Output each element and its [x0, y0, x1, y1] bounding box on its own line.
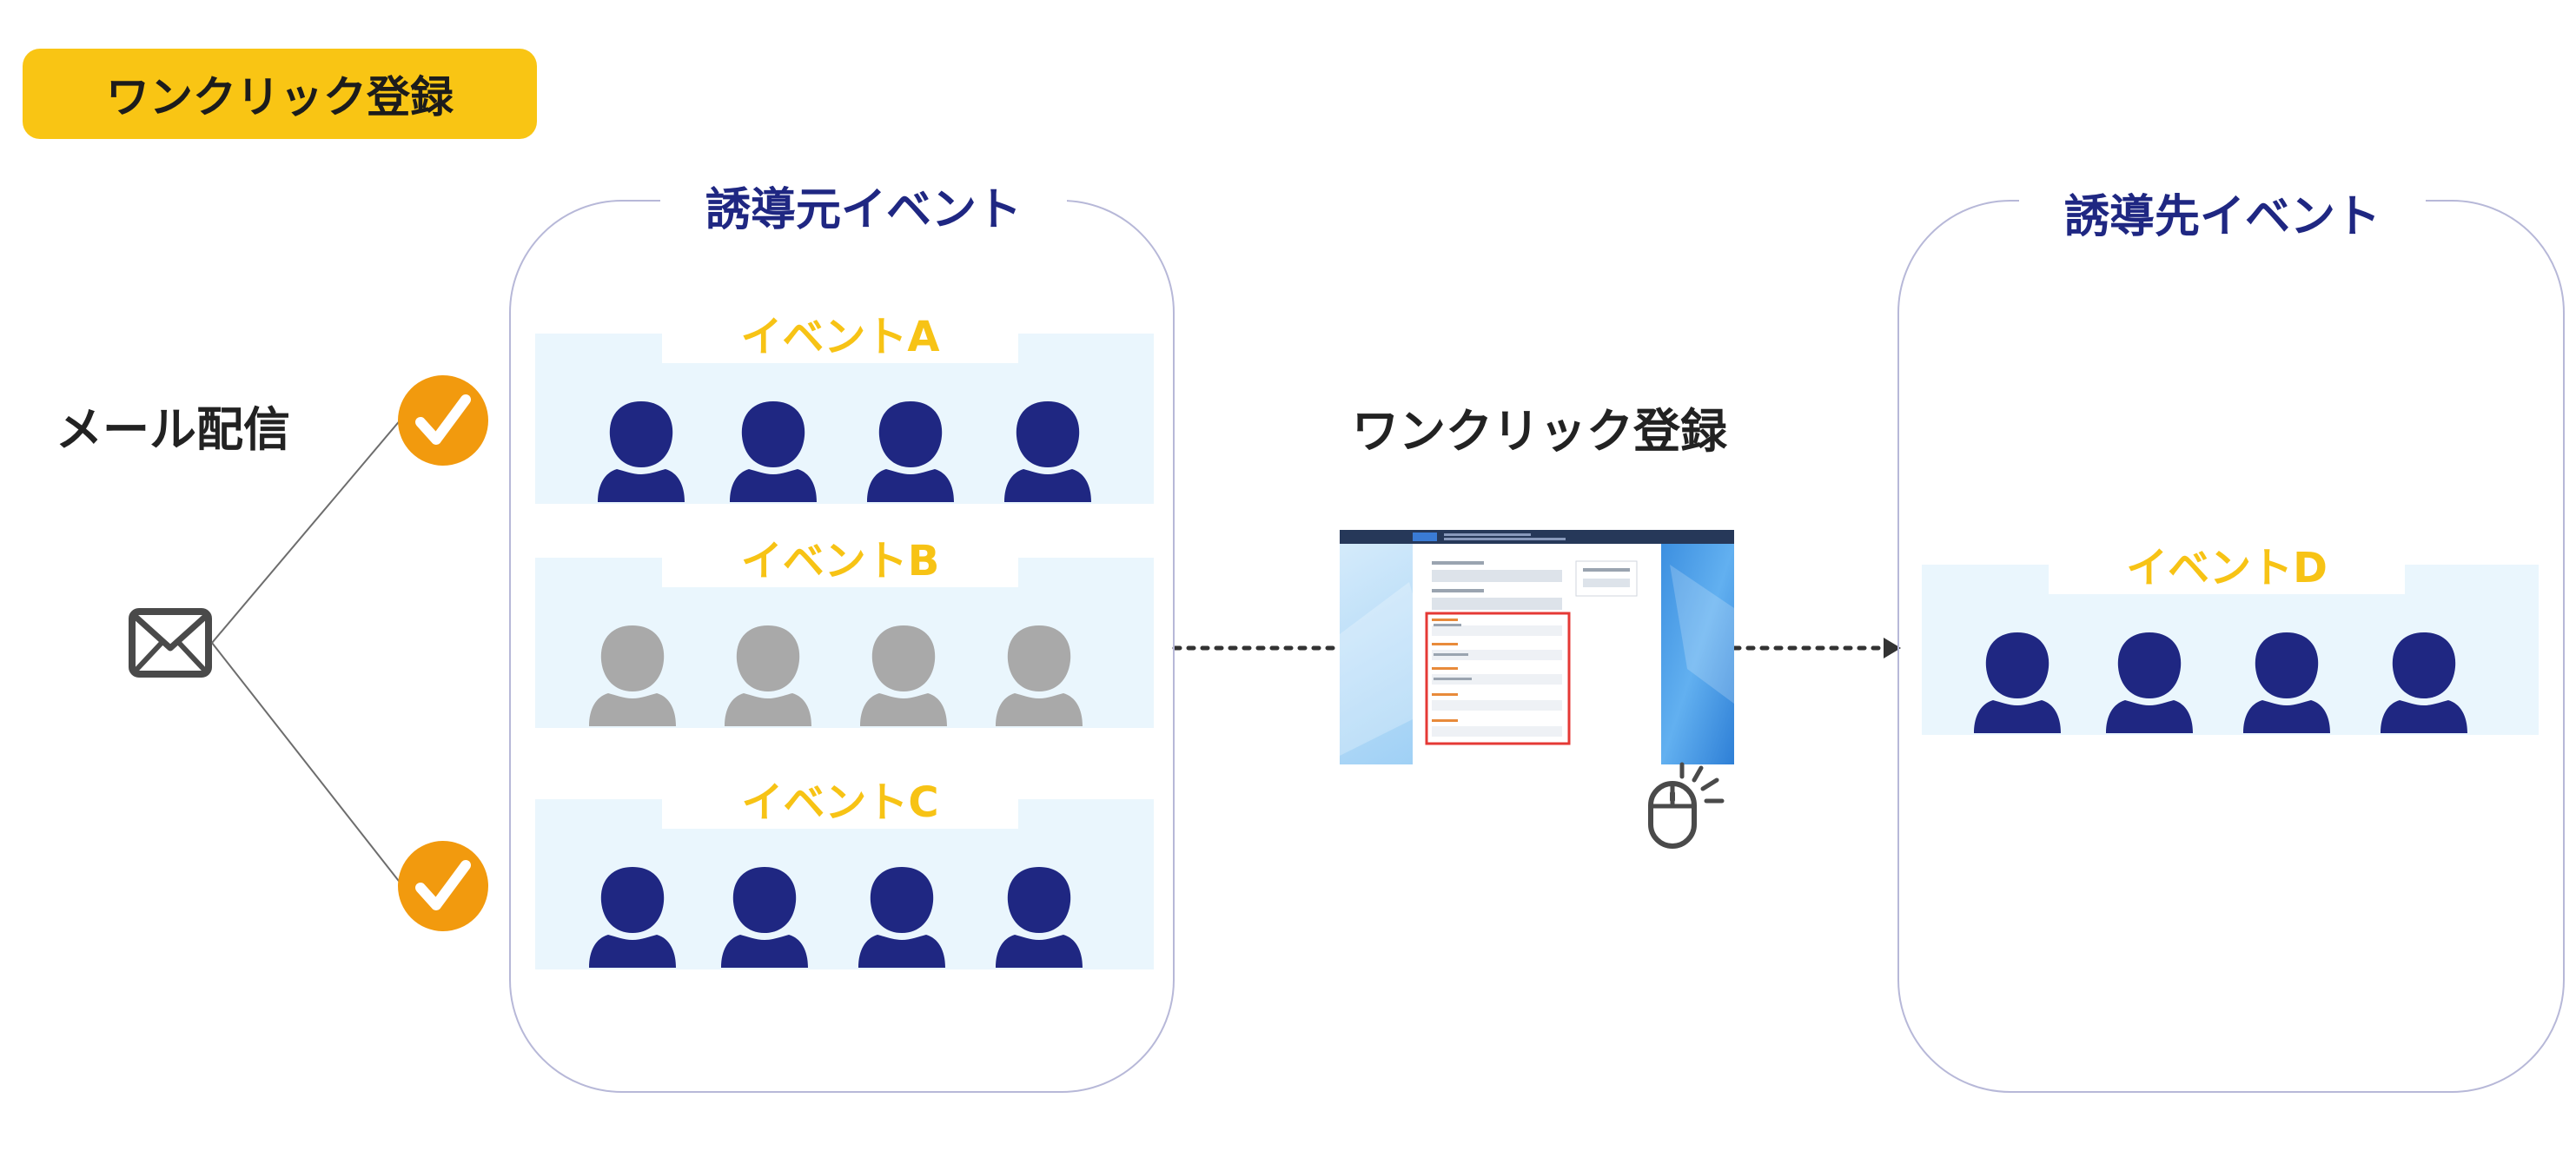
event-band-a: イベントA [535, 313, 1154, 504]
event-band-d: イベントD [1922, 544, 2539, 735]
event-label-c: イベントC [741, 778, 939, 827]
check-icon [398, 841, 488, 931]
connector-line-c [211, 642, 402, 885]
connector-line-a [211, 418, 402, 644]
person-icon [589, 622, 676, 726]
highlight-box [1425, 612, 1571, 745]
person-icon [730, 398, 817, 502]
person-icon [2381, 629, 2467, 733]
person-icon [725, 622, 811, 726]
person-icon [2243, 629, 2330, 733]
person-icon [2106, 629, 2193, 733]
person-icon [996, 622, 1083, 726]
person-icon [867, 398, 954, 502]
event-band-b: イベントB [535, 537, 1154, 728]
mail-delivery-label: メール配信 [56, 402, 290, 457]
check-icon [398, 375, 488, 466]
source-group-title: 誘導元イベント [660, 182, 1067, 238]
event-band-c: イベントC [535, 778, 1154, 969]
target-group-title: 誘導先イベント [2019, 189, 2426, 245]
event-label-b: イベントB [740, 537, 940, 586]
title-badge: ワンクリック登録 [23, 49, 537, 139]
person-icon [1974, 629, 2061, 733]
event-label-a: イベントA [740, 313, 940, 361]
event-label-d: イベントD [2126, 544, 2328, 592]
person-icon [1004, 398, 1091, 502]
person-icon [721, 863, 808, 968]
person-icon [860, 622, 947, 726]
arrow-head-icon [1884, 638, 1901, 658]
mouse-click-icon [1648, 762, 1725, 849]
title-badge-label: ワンクリック登録 [106, 72, 454, 122]
person-icon [996, 863, 1083, 968]
person-icon [858, 863, 945, 968]
person-icon [598, 398, 685, 502]
registration-form-thumbnail [1340, 530, 1734, 764]
one-click-label: ワンクリック登録 [1352, 404, 1727, 459]
person-icon [589, 863, 676, 968]
envelope-icon [129, 608, 212, 678]
